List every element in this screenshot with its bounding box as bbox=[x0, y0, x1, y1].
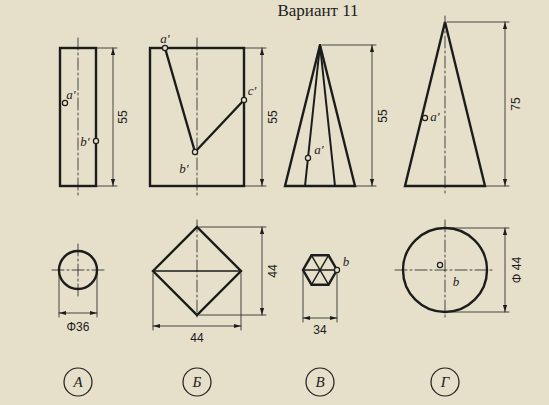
point-label: b bbox=[453, 275, 460, 288]
point-label: b' bbox=[179, 162, 188, 175]
dimension: 55 bbox=[377, 109, 389, 122]
point-label: a' bbox=[314, 143, 323, 156]
point-label: a' bbox=[430, 110, 439, 123]
dimension: 75 bbox=[510, 97, 522, 110]
cone-views bbox=[395, 16, 509, 396]
dimension: Φ36 bbox=[67, 321, 90, 333]
point-label: c' bbox=[248, 84, 257, 97]
point-label: a' bbox=[66, 88, 75, 101]
view-letter: Б bbox=[193, 375, 202, 390]
dimension: 44 bbox=[267, 264, 279, 277]
point-label: a' bbox=[160, 32, 169, 45]
title: Вариант 11 bbox=[277, 2, 358, 19]
cylinder-views bbox=[52, 38, 117, 396]
dimension: Φ 44 bbox=[511, 257, 523, 283]
view-letter: Г bbox=[441, 375, 450, 390]
hex-pyramid-views bbox=[285, 45, 376, 396]
point-label: b bbox=[343, 255, 350, 268]
dimension: 34 bbox=[313, 324, 326, 336]
pyramid-views bbox=[150, 38, 266, 396]
view-letter: А bbox=[73, 375, 82, 390]
view-letter: В bbox=[315, 375, 324, 390]
dimension: 55 bbox=[267, 110, 279, 123]
dimension: 55 bbox=[117, 110, 129, 123]
point-label: b' bbox=[80, 135, 89, 148]
dimension: 44 bbox=[190, 332, 203, 344]
